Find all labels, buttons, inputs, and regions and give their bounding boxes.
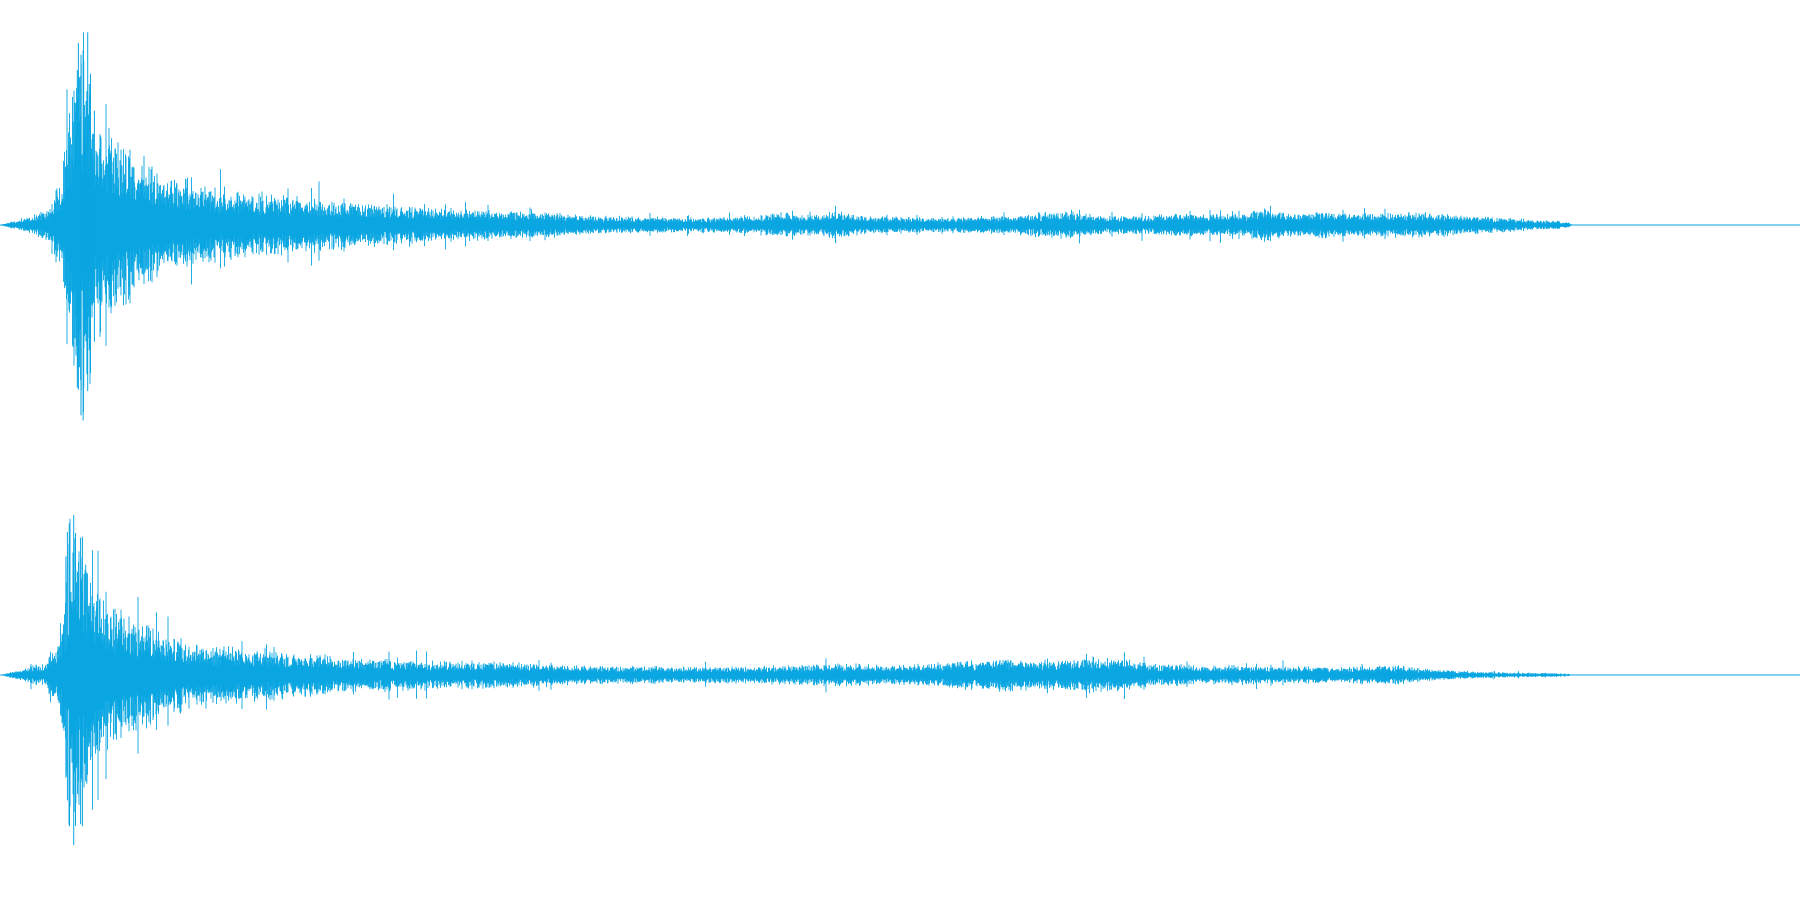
waveform-transient-spikes bbox=[74, 32, 95, 421]
waveform-channel-bottom[interactable] bbox=[0, 515, 1800, 845]
waveform-transient-spikes bbox=[65, 515, 88, 845]
waveform-signal bbox=[0, 32, 1575, 413]
waveform-channel-top[interactable] bbox=[0, 32, 1800, 421]
waveform-signal bbox=[0, 518, 1575, 818]
